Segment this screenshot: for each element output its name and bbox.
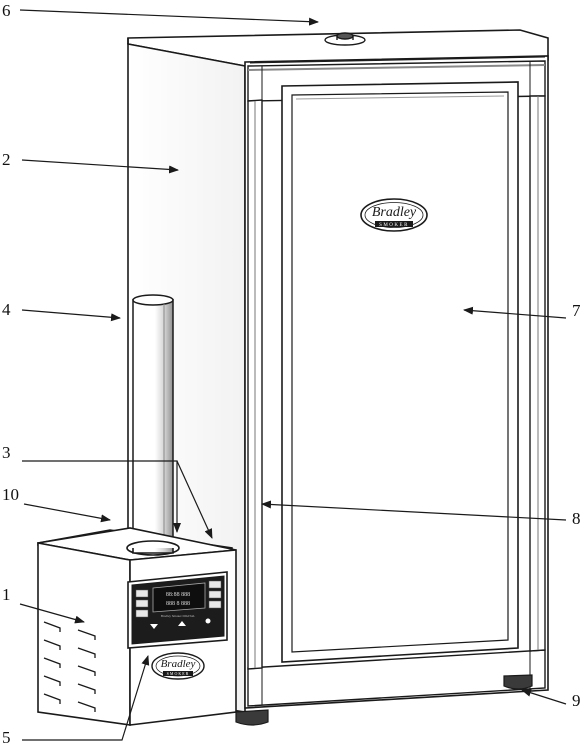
- panel-left-button-3[interactable]: [136, 610, 148, 617]
- callout-9: 9: [572, 692, 581, 709]
- generator-logo-sub: SMOKER: [167, 671, 190, 676]
- leader-6: [20, 10, 318, 22]
- generator-logo-script: Bradley: [161, 658, 196, 670]
- callout-6: 6: [2, 2, 11, 19]
- callout-2: 2: [2, 151, 11, 168]
- door-hinge-strip: [248, 100, 262, 669]
- generator-brand-logo: Bradley SMOKER: [152, 653, 204, 679]
- panel-right-button-1[interactable]: [209, 581, 221, 588]
- smoke-tube: [133, 295, 173, 548]
- generator-side: [38, 543, 130, 725]
- callout-4: 4: [2, 301, 11, 318]
- control-panel: 88:88 888 888 8 888 Bradley Smoker DIGIT…: [128, 572, 227, 648]
- callout-3: 3: [2, 444, 11, 461]
- door-logo-script: Bradley: [372, 205, 417, 220]
- leader-10: [24, 504, 110, 520]
- panel-left-button-2[interactable]: [136, 600, 148, 607]
- callout-10: 10: [2, 486, 19, 503]
- callout-7: 7: [572, 302, 581, 319]
- door-logo-sub: SMOKER: [379, 223, 409, 228]
- panel-left-button-1[interactable]: [136, 590, 148, 597]
- panel-right-button-2[interactable]: [209, 591, 221, 598]
- display-top-readout: 88:88 888: [166, 592, 190, 598]
- smoker-door: [282, 82, 518, 662]
- door-right-frame: [530, 96, 545, 651]
- panel-power-icon[interactable]: [206, 619, 211, 624]
- leader-4: [22, 310, 120, 318]
- callout-8: 8: [572, 510, 581, 527]
- callout-5: 5: [2, 729, 11, 746]
- panel-caption: Bradley Smoker DIGITAL: [161, 614, 195, 618]
- leader-9: [522, 690, 566, 704]
- door-brand-logo: Bradley SMOKER: [361, 199, 427, 231]
- callout-1: 1: [2, 586, 11, 603]
- display-bottom-readout: 888 8 888: [166, 601, 190, 607]
- panel-right-button-3[interactable]: [209, 601, 221, 608]
